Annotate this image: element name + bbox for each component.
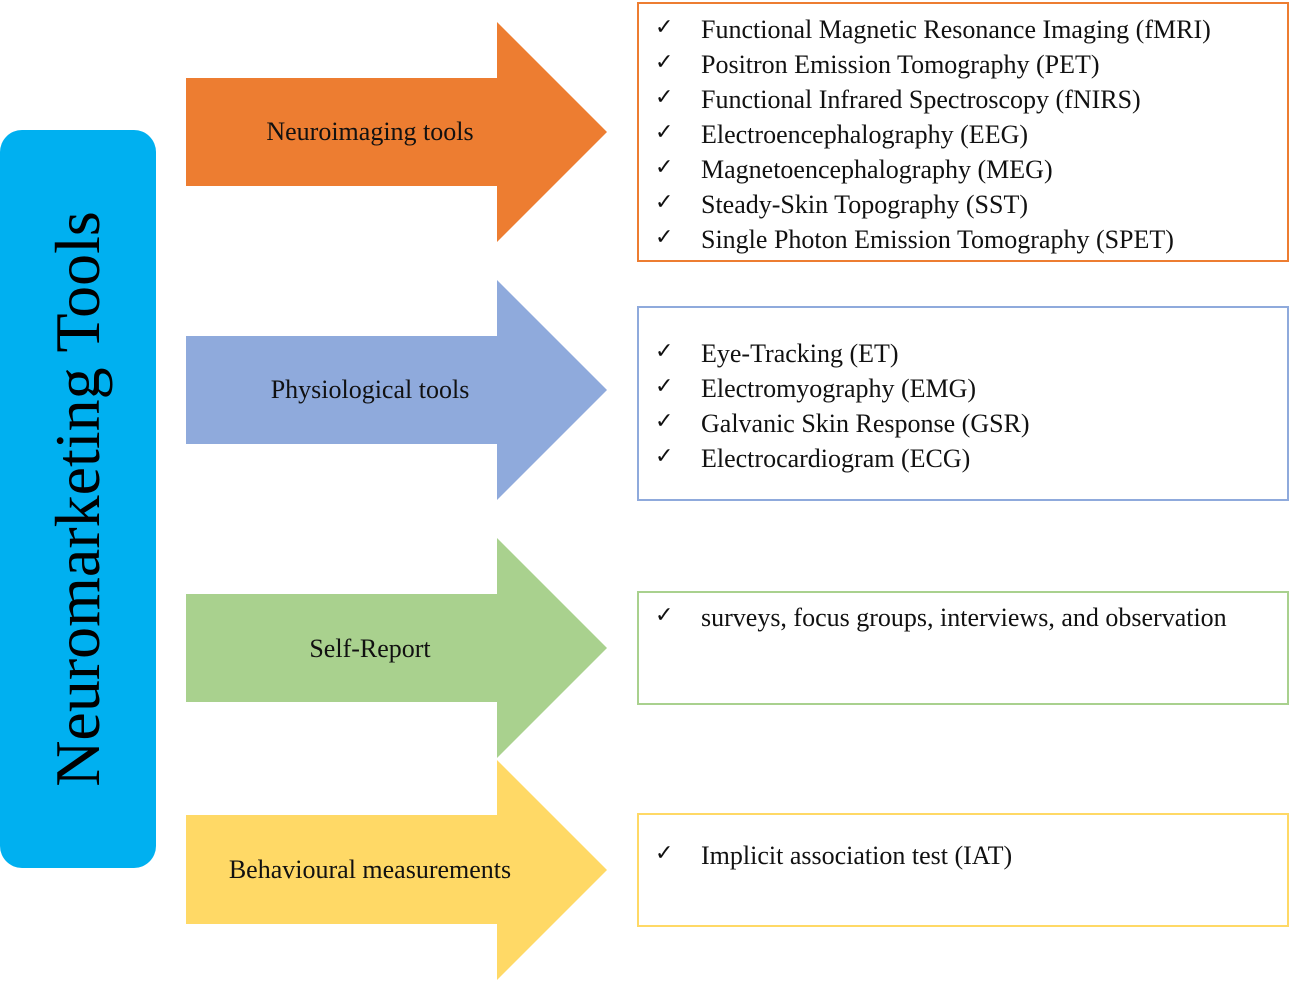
check-icon: ✓ (655, 444, 674, 469)
list-item: ✓Electrocardiogram (ECG) (639, 441, 1287, 476)
list-item: ✓Functional Magnetic Resonance Imaging (… (639, 12, 1287, 47)
list-item: ✓Steady-Skin Topography (SST) (639, 187, 1287, 222)
root-box (0, 130, 156, 868)
check-icon: ✓ (655, 190, 674, 215)
check-icon: ✓ (655, 841, 674, 866)
list-item: ✓Functional Infrared Spectroscopy (fNIRS… (639, 82, 1287, 117)
list-item: ✓Galvanic Skin Response (GSR) (639, 406, 1287, 441)
arrow-label-behavioural-measurements: Behavioural measurements (228, 855, 512, 884)
arrow-label-self-report: Self-Report (309, 634, 431, 663)
tool-list: ✓Functional Magnetic Resonance Imaging (… (639, 12, 1287, 257)
check-icon: ✓ (655, 225, 674, 250)
check-icon: ✓ (655, 339, 674, 364)
list-item: ✓Electromyography (EMG) (639, 371, 1287, 406)
tool-list: ✓surveys, focus groups, interviews, and … (639, 600, 1287, 635)
arrow-neuroimaging-tools (186, 22, 607, 242)
list-item: ✓Implicit association test (IAT) (639, 838, 1287, 873)
list-item: ✓Eye-Tracking (ET) (639, 336, 1287, 371)
arrow-label-physiological-tools: Physiological tools (270, 375, 470, 404)
arrow-self-report (186, 538, 607, 758)
list-item: ✓Magnetoencephalography (MEG) (639, 152, 1287, 187)
check-icon: ✓ (655, 374, 674, 399)
tool-list: ✓Implicit association test (IAT) (639, 838, 1287, 873)
list-item: ✓Single Photon Emission Tomography (SPET… (639, 222, 1287, 257)
check-icon: ✓ (655, 15, 674, 40)
check-icon: ✓ (655, 85, 674, 110)
list-item: ✓surveys, focus groups, interviews, and … (639, 600, 1287, 635)
check-icon: ✓ (655, 409, 674, 434)
arrow-physiological-tools (186, 280, 607, 500)
list-item: ✓Positron Emission Tomography (PET) (639, 47, 1287, 82)
list-item: ✓Electroencephalography (EEG) (639, 117, 1287, 152)
check-icon: ✓ (655, 50, 674, 75)
list-box-neuroimaging-tools: ✓Functional Magnetic Resonance Imaging (… (637, 2, 1289, 262)
list-box-self-report: ✓surveys, focus groups, interviews, and … (637, 591, 1289, 705)
arrow-behavioural-measurements (186, 760, 607, 980)
tool-list: ✓Eye-Tracking (ET) ✓Electromyography (EM… (639, 336, 1287, 476)
check-icon: ✓ (655, 603, 674, 628)
arrow-label-neuroimaging-tools: Neuroimaging tools (266, 117, 474, 146)
list-box-physiological-tools: ✓Eye-Tracking (ET) ✓Electromyography (EM… (637, 306, 1289, 501)
check-icon: ✓ (655, 120, 674, 145)
check-icon: ✓ (655, 155, 674, 180)
list-box-behavioural-measurements: ✓Implicit association test (IAT) (637, 813, 1289, 927)
